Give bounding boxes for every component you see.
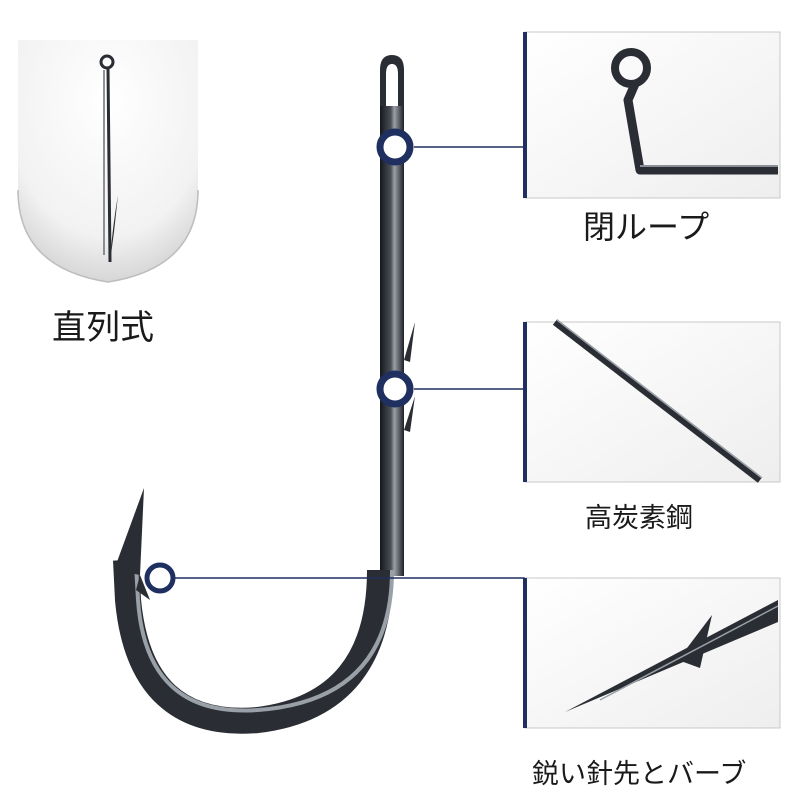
label-closed-loop: 閉ループ [583,208,710,246]
detail-box-point [523,577,781,729]
marker-ring-icon [144,562,176,594]
callout-point [144,562,525,594]
detail-box-steel [523,319,781,483]
straight-eye-thumbnail [17,40,199,283]
callout-loop [376,128,525,166]
callout-steel [376,370,525,408]
hook-graphic [113,55,415,734]
label-high-carbon-steel: 高炭素鋼 [585,503,693,534]
detail-box-closed-loop [523,31,781,199]
marker-ring-icon [376,128,414,166]
label-straight-eye: 直列式 [52,308,154,348]
label-sharp-point-barb: 鋭い針先とバーブ [532,759,747,790]
marker-ring-icon [376,370,414,408]
